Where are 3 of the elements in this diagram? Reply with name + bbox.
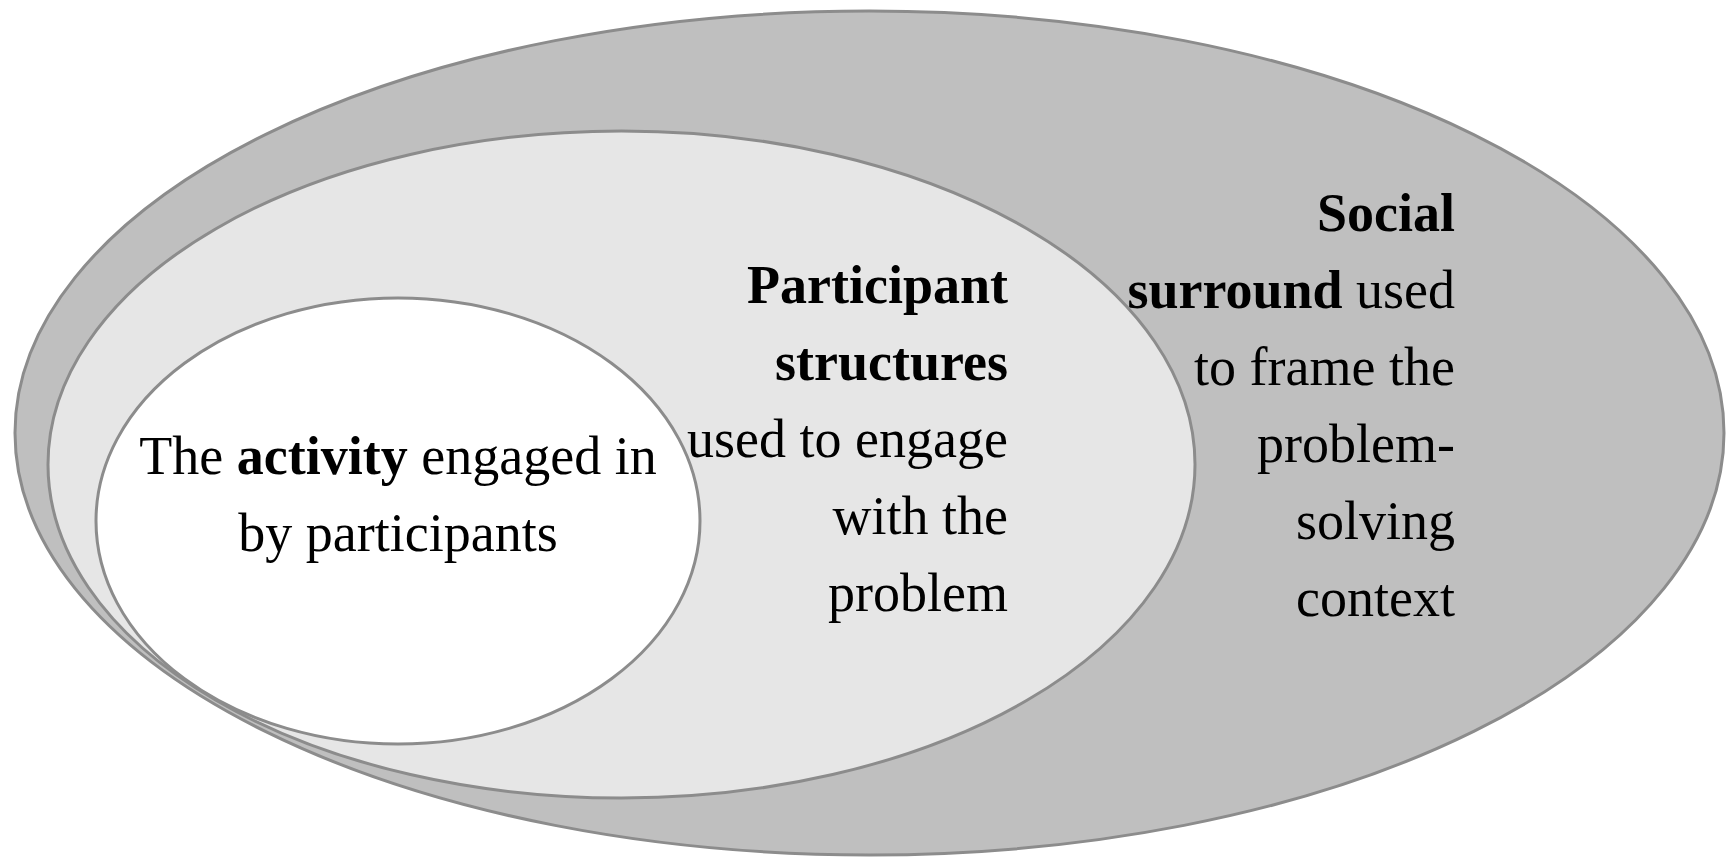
- region-label: Social surround used to frame the problem-solving context: [1126, 182, 1455, 630]
- region-label: The activity engaged in by participants: [138, 425, 658, 565]
- region-label: Participant structures used to engage with the problem: [686, 254, 1008, 625]
